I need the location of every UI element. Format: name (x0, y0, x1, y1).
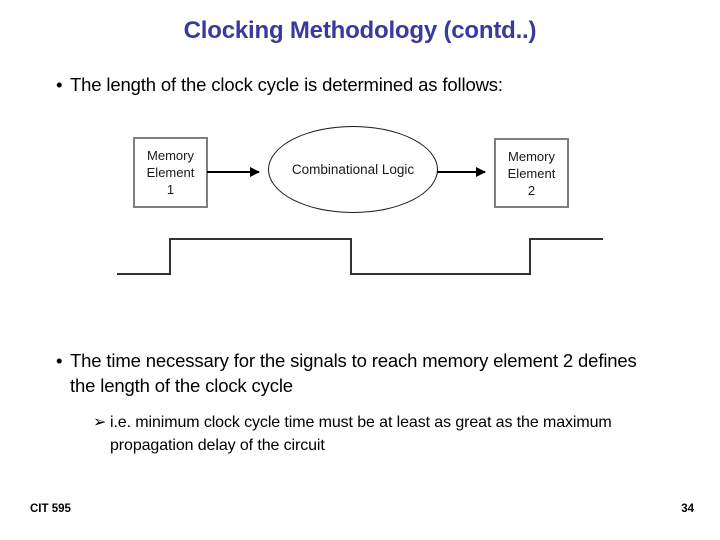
bullet-text-1: The length of the clock cycle is determi… (70, 74, 503, 95)
bullet-marker-icon: • (56, 74, 63, 95)
memory-element-2-box: Memory Element 2 (494, 138, 569, 208)
arrow-bullet-marker-icon: ➢ (93, 414, 107, 431)
memory-element-1-box: Memory Element 1 (133, 137, 208, 208)
combinational-logic-ellipse: Combinational Logic (268, 126, 438, 213)
memory-element-1-line2: Element (146, 165, 195, 180)
memory-element-2-line3: 2 (527, 182, 536, 198)
clock-signal-trace (117, 238, 603, 275)
clock-waveform (117, 238, 603, 275)
bullet-item-1: • The length of the clock cycle is determ… (56, 72, 676, 97)
bullet-text-2: The time necessary for the signals to re… (70, 350, 637, 396)
clocking-diagram: Memory Element 1 Combinational Logic Mem… (117, 126, 603, 275)
combinational-logic-label: Combinational Logic (291, 162, 415, 177)
footer-page-number: 34 (681, 503, 694, 515)
memory-element-2-line2: Element (507, 165, 556, 181)
memory-element-2-line1: Memory (508, 148, 555, 164)
arrow-logic-to-mem2-icon (437, 167, 486, 177)
bullet-marker-icon: • (56, 350, 63, 371)
bullet-item-2: • The time necessary for the signals to r… (56, 348, 656, 398)
arrow-mem1-to-logic-icon (207, 167, 260, 177)
memory-element-1-line1: Memory (147, 148, 194, 163)
page-title: Clocking Methodology (contd..) (183, 17, 537, 44)
memory-element-1-line3: 1 (166, 182, 175, 197)
sub-bullet-text: i.e. minimum clock cycle time must be at… (110, 414, 612, 454)
footer-course-label: CIT 595 (30, 503, 71, 515)
sub-bullet-item: ➢i.e. minimum clock cycle time must be a… (93, 411, 663, 457)
